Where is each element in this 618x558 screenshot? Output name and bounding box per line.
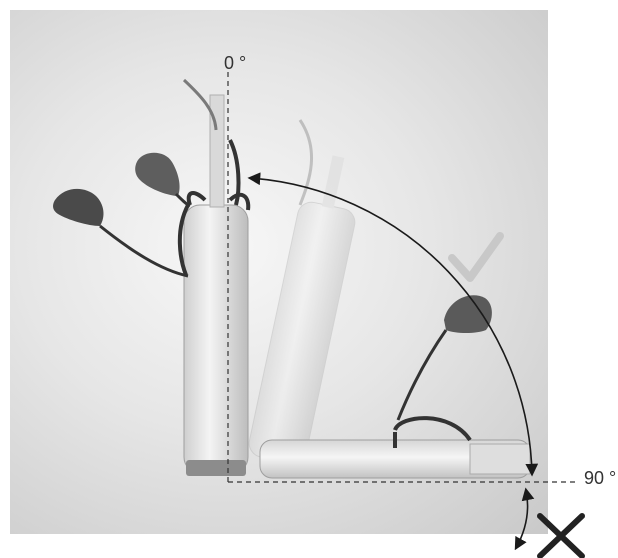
angle-ninety-label: 90 ° [584, 468, 616, 489]
vertical-pump [180, 80, 248, 476]
angle-zero-label: 0 ° [224, 53, 246, 74]
float-switch-horizontal [398, 295, 492, 420]
tilted-pump-ghost [247, 120, 368, 466]
check-mark-icon [452, 236, 500, 278]
float-switch-lower [53, 189, 188, 276]
forbidden-tilt-arc [516, 490, 528, 548]
cross-mark-icon [540, 516, 582, 556]
float-switch-upper [135, 153, 190, 206]
